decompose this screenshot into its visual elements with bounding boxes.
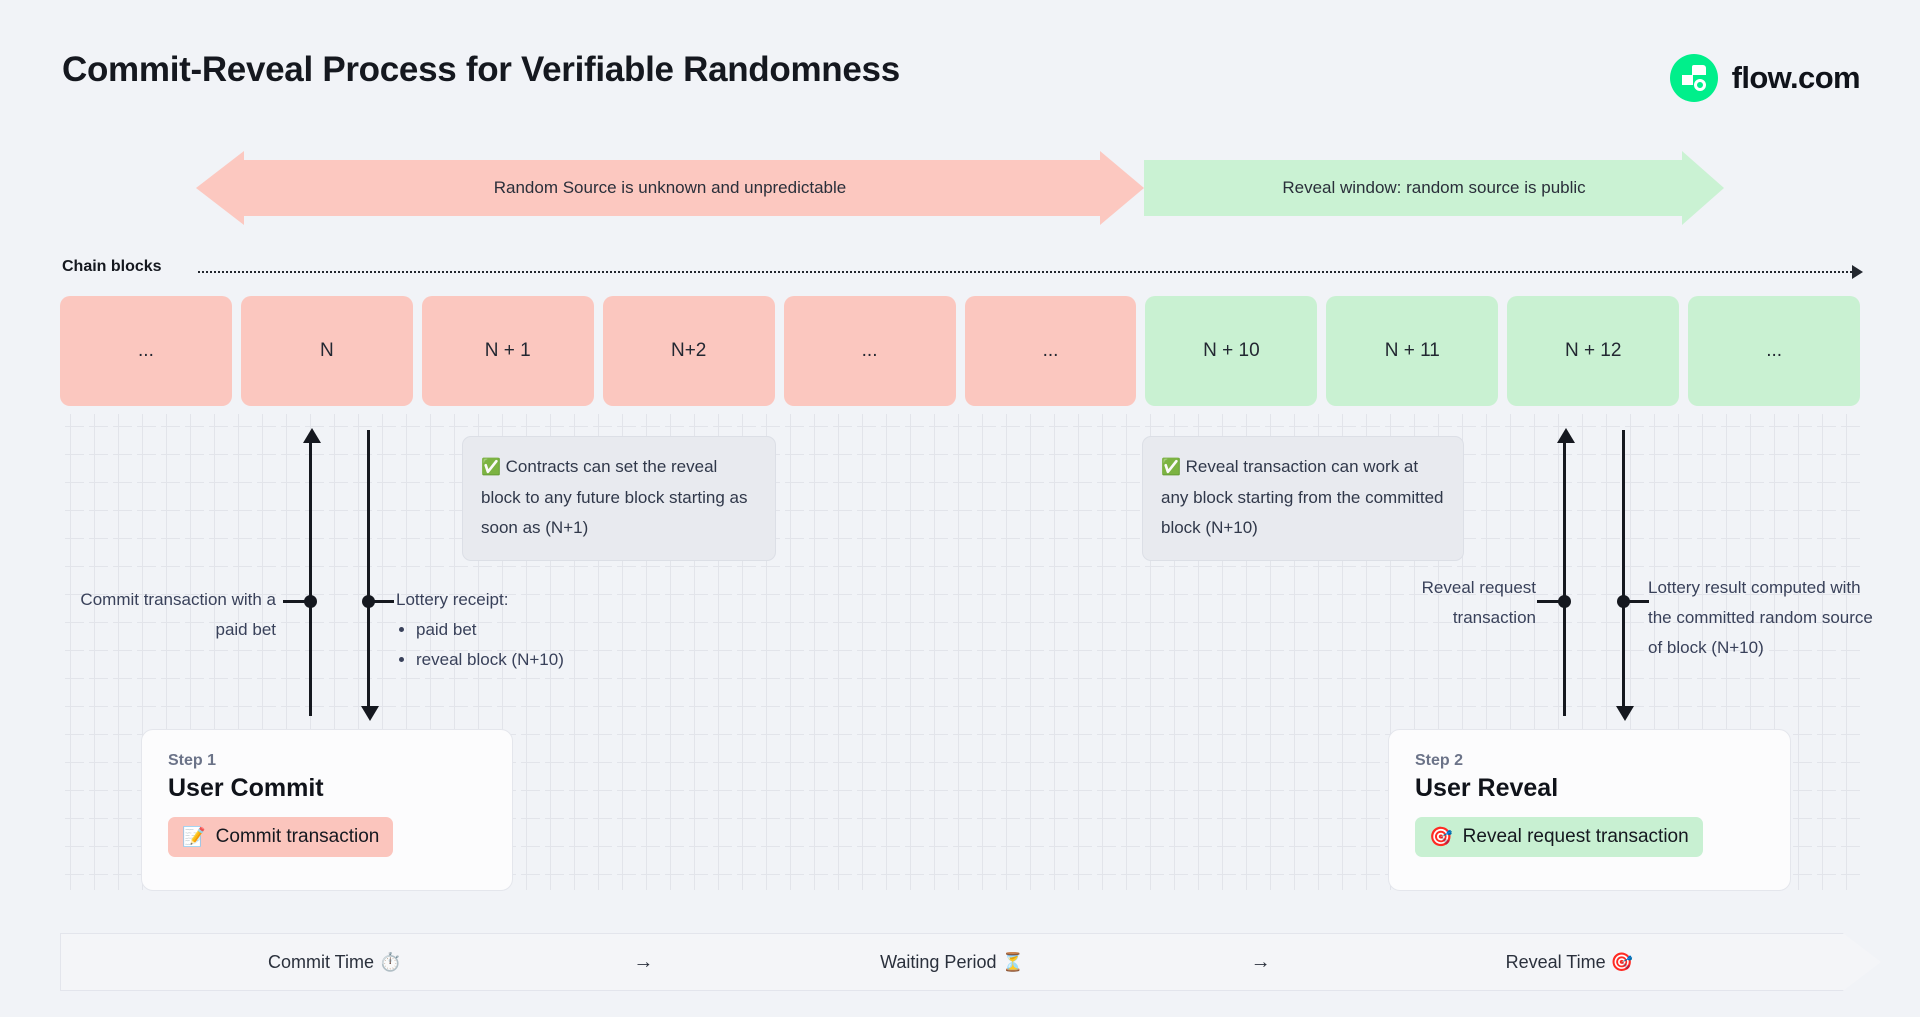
arrow-down-icon — [1616, 706, 1634, 721]
step-eyebrow: Step 2 — [1415, 752, 1464, 769]
commit-leader-line — [283, 600, 309, 603]
reveal-request-transaction-pill-label: Reveal request transaction — [1462, 826, 1689, 847]
check-mark-icon: ✅ — [1161, 459, 1181, 476]
timeline-reveal-time: Reveal Time 🎯 — [1505, 951, 1634, 972]
chain-block[interactable]: N — [240, 296, 413, 406]
arrow-right-icon: → — [1250, 950, 1271, 973]
step-eyebrow: Step 1 — [168, 752, 217, 769]
arrow-up-icon — [1557, 428, 1575, 443]
lottery-receipt-title: Lottery receipt: — [396, 590, 509, 609]
banner-unknown-label: Random Source is unknown and unpredictab… — [493, 178, 847, 197]
chain-block[interactable]: ... — [964, 296, 1137, 406]
chain-block[interactable]: ... — [60, 296, 232, 406]
reveal-request-leader-line — [1537, 600, 1563, 603]
chain-block[interactable]: ... — [1688, 296, 1861, 406]
check-mark-icon: ✅ — [481, 459, 501, 476]
arrow-down-icon — [361, 706, 379, 721]
page-header: Commit-Reveal Process for Verifiable Ran… — [0, 0, 1920, 120]
flow-logo-icon — [1669, 54, 1718, 102]
arrow-head-right-icon — [1682, 151, 1724, 225]
label-lottery-result: Lottery result computed with the committ… — [1648, 578, 1873, 657]
chain-blocks-label: Chain blocks — [62, 258, 162, 275]
arrow-head-right-icon — [1100, 151, 1144, 225]
chain-block[interactable]: N+2 — [602, 296, 775, 406]
step-card-user-commit[interactable]: Step 1 User Commit 📝 Commit transaction — [141, 729, 513, 891]
arrow-right-icon: → — [633, 950, 654, 973]
chain-dotted-line — [198, 271, 1856, 273]
chain-block[interactable]: N + 10 — [1145, 296, 1318, 406]
label-lottery-receipt: Lottery receipt: paid bet reveal block (… — [396, 585, 726, 675]
receipt-timeline-arrow — [367, 430, 370, 708]
chain-block[interactable]: ... — [783, 296, 956, 406]
commit-anchor-dot — [304, 595, 317, 608]
memo-icon: 📝 — [182, 827, 206, 848]
step-title: User Commit — [168, 774, 324, 802]
list-item: paid bet — [416, 615, 726, 645]
timeline-arrow-tip-icon — [1843, 933, 1881, 991]
commit-transaction-pill-label: Commit transaction — [215, 826, 380, 847]
label-commit-transaction: Commit transaction with a paid bet — [80, 590, 276, 639]
lottery-result-timeline-arrow — [1622, 430, 1625, 708]
lottery-result-leader-line — [1623, 600, 1649, 603]
timeline-commit-time: Commit Time ⏱️ — [267, 951, 402, 972]
reveal-request-transaction-pill[interactable]: 🎯 Reveal request transaction — [1415, 817, 1703, 857]
commit-transaction-pill[interactable]: 📝 Commit transaction — [168, 817, 394, 857]
chain-block[interactable]: N + 1 — [421, 296, 594, 406]
callout-contracts: ✅ Contracts can set the reveal block to … — [462, 436, 776, 561]
chain-blocks-row: ... N N + 1 N+2 ... ... N + 10 N + 11 N … — [60, 296, 1861, 406]
arrow-head-left-icon — [196, 151, 244, 225]
lottery-receipt-list: paid bet reveal block (N+10) — [416, 615, 726, 675]
page-title: Commit-Reveal Process for Verifiable Ran… — [62, 50, 900, 89]
step-title: User Reveal — [1415, 774, 1559, 802]
arrow-up-icon — [303, 428, 321, 443]
brand-logo: flow.com — [1669, 54, 1861, 102]
banner-random-source-unknown: Random Source is unknown and unpredictab… — [196, 151, 1144, 225]
target-icon: 🎯 — [1429, 827, 1453, 848]
label-reveal-request-transaction: Reveal request transaction — [1421, 578, 1536, 627]
chain-arrow-head-icon — [1852, 265, 1863, 279]
callout-reveal-text: Reveal transaction can work at any block… — [1161, 457, 1444, 537]
chain-block[interactable]: N + 11 — [1326, 296, 1499, 406]
bottom-timeline-bar: Commit Time ⏱️ → Waiting Period ⏳ → Reve… — [60, 933, 1844, 991]
banner-reveal-window: Reveal window: random source is public — [1144, 151, 1724, 225]
reveal-request-timeline-arrow — [1563, 440, 1566, 716]
brand-name: flow.com — [1731, 60, 1861, 95]
reveal-request-anchor-dot — [1558, 595, 1571, 608]
commit-timeline-arrow — [309, 440, 312, 716]
timeline-waiting-period: Waiting Period ⏳ — [880, 951, 1024, 972]
callout-reveal: ✅ Reveal transaction can work at any blo… — [1142, 436, 1464, 561]
banner-reveal-label: Reveal window: random source is public — [1282, 178, 1586, 197]
step-card-user-reveal[interactable]: Step 2 User Reveal 🎯 Reveal request tran… — [1388, 729, 1791, 891]
chain-block[interactable]: N + 12 — [1507, 296, 1680, 406]
receipt-leader-line — [368, 600, 394, 603]
list-item: reveal block (N+10) — [416, 645, 726, 675]
callout-contracts-text: Contracts can set the reveal block to an… — [481, 457, 748, 537]
